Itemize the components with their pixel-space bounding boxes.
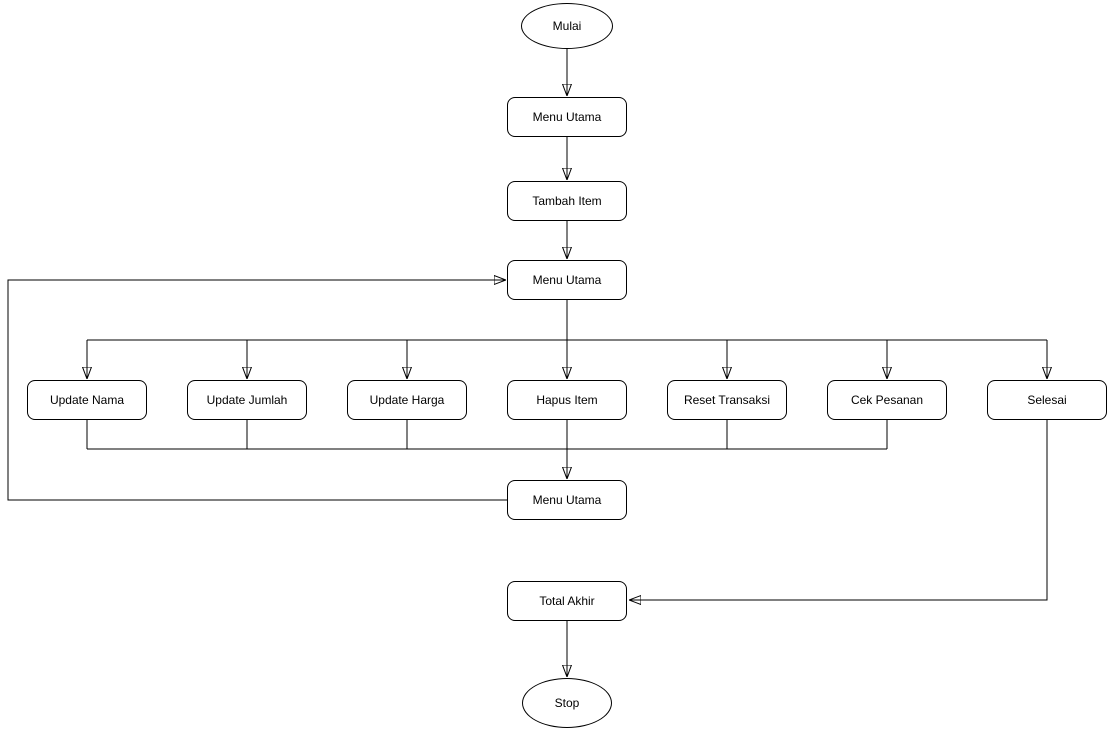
flowchart-node-update-nama[interactable]: Update Nama: [27, 380, 147, 420]
flowchart-node-mulai[interactable]: Mulai: [521, 3, 613, 49]
flowchart-node-menu-utama-top[interactable]: Menu Utama: [507, 97, 627, 137]
flowchart-node-selesai[interactable]: Selesai: [987, 380, 1107, 420]
flowchart-node-cek-pesanan[interactable]: Cek Pesanan: [827, 380, 947, 420]
flowchart-node-update-harga[interactable]: Update Harga: [347, 380, 467, 420]
flowchart-node-tambah-item[interactable]: Tambah Item: [507, 181, 627, 221]
node-label-tambah-item: Tambah Item: [532, 194, 602, 208]
flowchart-node-reset-transaksi[interactable]: Reset Transaksi: [667, 380, 787, 420]
node-label-update-harga: Update Harga: [369, 393, 445, 407]
node-label-menu-utama-mid: Menu Utama: [532, 273, 602, 287]
edge-selesai-to-total-akhir: [629, 420, 1048, 600]
node-label-total-akhir: Total Akhir: [539, 594, 595, 608]
node-label-reset-transaksi: Reset Transaksi: [683, 393, 771, 407]
node-label-mulai: Mulai: [552, 19, 582, 33]
node-label-update-jumlah: Update Jumlah: [206, 393, 288, 407]
flowchart-node-stop[interactable]: Stop: [522, 678, 612, 728]
flowchart-node-update-jumlah[interactable]: Update Jumlah: [187, 380, 307, 420]
flowchart-node-menu-utama-mid[interactable]: Menu Utama: [507, 260, 627, 300]
flowchart-node-total-akhir[interactable]: Total Akhir: [507, 581, 627, 621]
node-label-menu-utama-top: Menu Utama: [532, 110, 602, 124]
edge-loop-back-to-menu-utama-mid: [7, 280, 507, 501]
node-label-hapus-item: Hapus Item: [536, 393, 598, 407]
node-label-cek-pesanan: Cek Pesanan: [850, 393, 924, 407]
node-label-update-nama: Update Nama: [49, 393, 125, 407]
node-label-stop: Stop: [554, 696, 580, 710]
node-label-selesai: Selesai: [1027, 393, 1067, 407]
flowchart-node-hapus-item[interactable]: Hapus Item: [507, 380, 627, 420]
flowchart-node-menu-utama-bottom[interactable]: Menu Utama: [507, 480, 627, 520]
node-label-menu-utama-bottom: Menu Utama: [532, 493, 602, 507]
